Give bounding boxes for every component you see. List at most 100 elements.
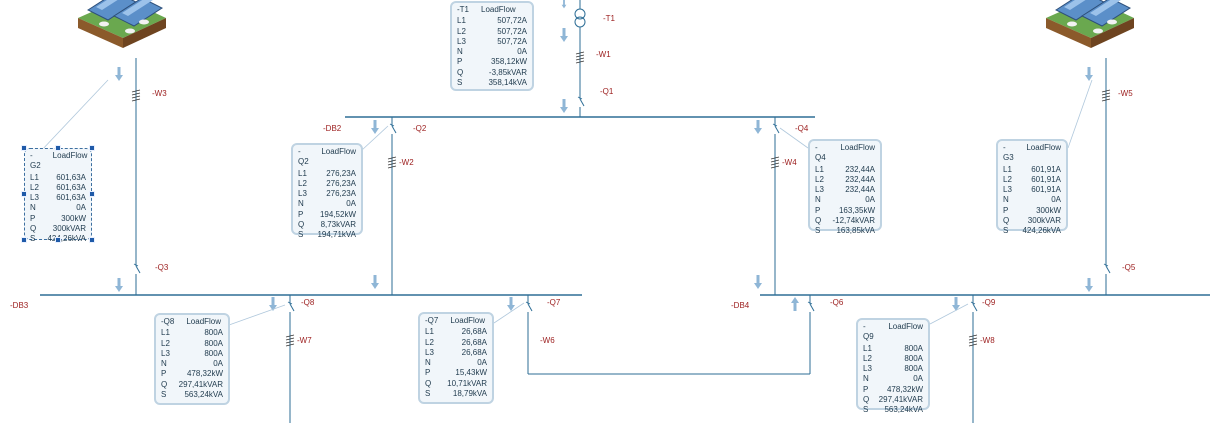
loadflow-row: Q-12,74kVAR <box>815 216 875 226</box>
loadflow-value: 300kVAR <box>52 224 86 234</box>
loadflow-quantity: L3 <box>425 347 434 357</box>
loadflow-value: 0A <box>477 358 487 368</box>
loadflow-value: 800A <box>204 338 223 348</box>
selection-handle[interactable] <box>55 237 61 243</box>
label-q6: -Q6 <box>830 298 844 307</box>
selection-handle[interactable] <box>55 145 61 151</box>
selection-handle[interactable] <box>21 191 27 197</box>
flow-arrow-icon <box>371 120 379 134</box>
loadflow-quantity: Q <box>1003 216 1010 226</box>
flow-arrow-icon <box>1085 278 1093 292</box>
loadflow-value: 276,23A <box>326 178 356 188</box>
loadflow-quantity: S <box>815 226 821 236</box>
flow-arrow-icon <box>791 297 799 311</box>
loadflow-value: 232,44A <box>845 164 875 174</box>
flow-arrow-icon <box>1085 67 1093 81</box>
loadflow-quantity: L3 <box>1003 185 1012 195</box>
loadflow-value: 15,43kW <box>455 368 487 378</box>
loadflow-value: 601,91A <box>1031 185 1061 195</box>
loadflow-quantity: N <box>863 374 869 384</box>
breaker-q2-symbol <box>389 121 397 139</box>
loadflow-value: 507,72A <box>497 16 527 26</box>
loadflow-header: -Q7 LoadFlow <box>425 316 487 326</box>
loadflow-title: LoadFlow <box>840 143 875 152</box>
loadflow-element-name: -Q7 <box>425 316 439 325</box>
loadflow-title: LoadFlow <box>186 317 222 326</box>
loadflow-value: 26,68A <box>461 337 487 347</box>
loadflow-value: 26,68A <box>461 327 487 337</box>
loadflow-quantity: P <box>815 205 821 215</box>
label-q2: -Q2 <box>413 124 427 133</box>
loadflow-value: 163,35kW <box>838 205 875 215</box>
loadflow-value: 276,23A <box>326 189 356 199</box>
loadflow-value: 601,91A <box>1031 174 1061 184</box>
loadflow-value: 800A <box>204 348 223 358</box>
loadflow-quantity: L1 <box>298 168 307 178</box>
loadflow-value: 297,41kVAR <box>178 379 223 389</box>
selection-handle[interactable] <box>21 145 27 151</box>
loadflow-quantity: P <box>425 368 431 378</box>
loadflow-quantity: P <box>457 57 463 67</box>
label-q3: -Q3 <box>155 263 169 272</box>
selection-handle[interactable] <box>89 191 95 197</box>
loadflow-value: 601,63A <box>56 193 86 203</box>
loadflow-value: 507,72A <box>497 36 527 46</box>
loadflow-quantity: S <box>863 405 869 415</box>
loadflow-quantity: S <box>457 78 463 88</box>
loadflow-quantity: L1 <box>161 328 170 338</box>
label-q7: -Q7 <box>547 298 561 307</box>
selection-handle[interactable] <box>89 237 95 243</box>
loadflow-quantity: P <box>161 369 167 379</box>
loadflow-value: 194,71kVA <box>317 230 356 240</box>
loadflow-value: 0A <box>346 199 356 209</box>
breaker-q1-symbol[interactable] <box>577 94 585 112</box>
loadflow-quantity: S <box>161 390 167 400</box>
flow-arrow-icon <box>754 275 762 289</box>
pv-generator-g2-icon[interactable] <box>77 0 167 49</box>
loadflow-value: 800A <box>904 343 923 353</box>
selection-handle[interactable] <box>89 145 95 151</box>
loadflow-value: 358,12kW <box>490 57 527 67</box>
loadflow-title: LoadFlow <box>450 316 486 325</box>
pv-generator-g3-icon[interactable] <box>1045 0 1135 49</box>
label-db4: -DB4 <box>731 301 750 310</box>
label-db3: -DB3 <box>10 301 29 310</box>
feeder-t1[interactable] <box>574 0 586 117</box>
flow-arrow-icon <box>115 278 123 292</box>
selection-handle[interactable] <box>21 237 27 243</box>
loadflow-quantity: N <box>161 359 167 369</box>
flow-arrow-icon <box>371 275 379 289</box>
feeder-q7-w6[interactable] <box>527 295 811 375</box>
loadflow-quantity: Q <box>161 379 168 389</box>
loadflow-row: Q 297,41kVAR <box>161 380 223 390</box>
loadflow-row: Q-3,85kVAR <box>457 68 527 78</box>
loadflow-value: 232,44A <box>845 185 875 195</box>
